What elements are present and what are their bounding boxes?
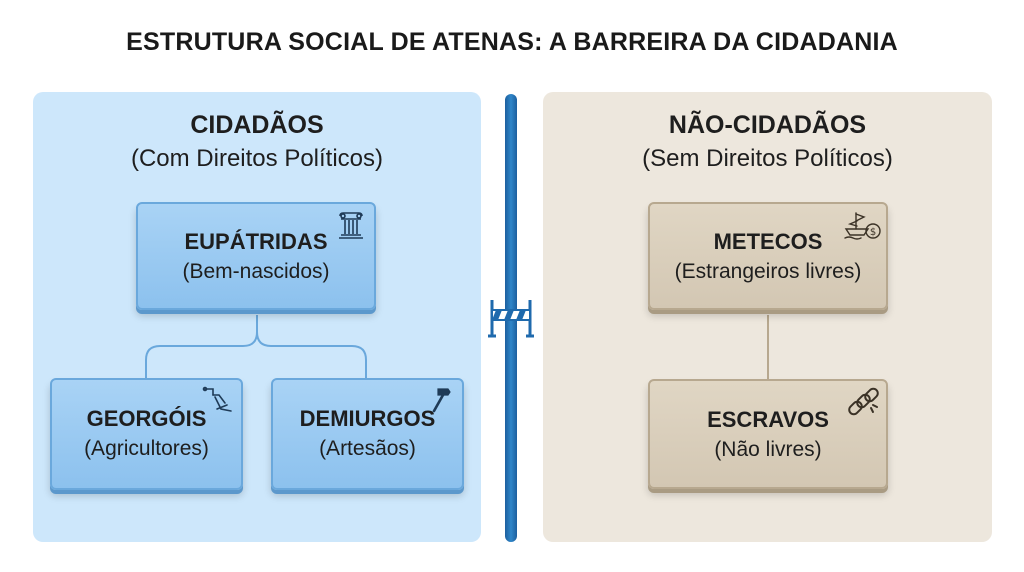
ship-coin-icon: $ <box>844 212 881 240</box>
hammer-icon <box>432 388 451 413</box>
metecos-box: METECOS (Estrangeiros livres) $ <box>648 202 888 310</box>
georgois-box: GEORGÓIS (Agricultores) <box>50 378 243 490</box>
demiurgos-box: DEMIURGOS (Artesãos) <box>271 378 464 490</box>
barrier-icon <box>488 300 534 338</box>
eupatridas-box: EUPÁTRIDAS (Bem-nascidos) <box>136 202 376 310</box>
greek-column-icon <box>339 212 363 239</box>
demiurgos-name: DEMIURGOS <box>299 406 436 431</box>
escravos-desc: (Não livres) <box>714 438 822 461</box>
demiurgos-desc: (Artesãos) <box>319 437 416 460</box>
broken-chain-icon <box>848 387 879 416</box>
eupatridas-name: EUPÁTRIDAS <box>184 229 328 254</box>
diagram-title: ESTRUTURA SOCIAL DE ATENAS: A BARREIRA D… <box>126 28 898 56</box>
non-citizens-heading: NÃO-CIDADÃOS (Sem Direitos Políticos) <box>543 108 992 176</box>
escravos-name: ESCRAVOS <box>707 407 829 432</box>
citizens-title: CIDADÃOS <box>190 111 324 139</box>
citizens-heading: CIDADÃOS (Com Direitos Políticos) <box>33 108 481 176</box>
connector-eupatridas-down <box>145 315 258 378</box>
escravos-box: ESCRAVOS (Não livres) <box>648 379 888 489</box>
connector-eupatridas-right <box>256 331 367 378</box>
eupatridas-desc: (Bem-nascidos) <box>182 260 330 283</box>
svg-text:$: $ <box>870 227 876 238</box>
plow-icon <box>202 386 232 412</box>
georgois-desc: (Agricultores) <box>84 437 209 460</box>
citizens-subtitle: (Com Direitos Políticos) <box>130 145 384 172</box>
georgois-name: GEORGÓIS <box>86 406 207 431</box>
metecos-desc: (Estrangeiros livres) <box>674 260 862 283</box>
non-citizens-title: NÃO-CIDADÃOS <box>668 111 867 139</box>
metecos-name: METECOS <box>713 229 823 254</box>
non-citizens-subtitle: (Sem Direitos Políticos) <box>642 145 893 172</box>
